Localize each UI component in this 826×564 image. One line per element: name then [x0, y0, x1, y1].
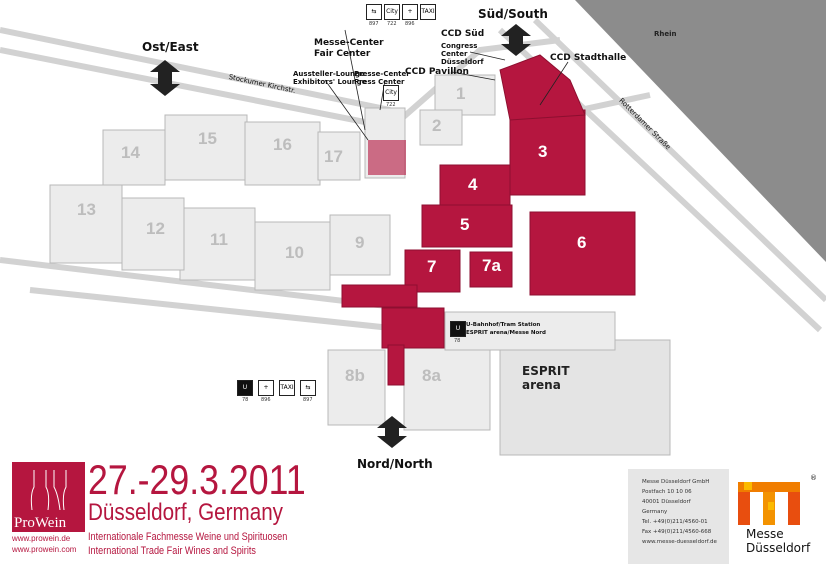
ccd-stadthalle-label: CCD Stadthalle [550, 53, 627, 63]
ccd-sued-label: CCD Süd [441, 29, 485, 39]
contact-box: Messe Düsseldorf GmbH Postfach 10 10 06 … [628, 469, 729, 564]
grey-halls [49, 74, 671, 456]
ccd-sub-3: Düsseldorf [441, 58, 484, 66]
contact-company: Messe Düsseldorf GmbH [642, 479, 710, 485]
south-entrance-label: Süd/South [478, 7, 548, 21]
lounge-area [368, 140, 406, 175]
hall-8b[interactable]: 8b [345, 366, 365, 385]
bus-number: 897 [303, 397, 313, 403]
leader-lines [324, 29, 569, 141]
arena-brand: ESPRIT [522, 364, 570, 378]
hall-9[interactable]: 9 [355, 233, 365, 252]
hall-14[interactable]: 14 [121, 143, 140, 162]
url-com[interactable]: www.prowein.com [12, 545, 77, 554]
east-entrance-label: Ost/East [142, 40, 199, 54]
hall-8a[interactable]: 8a [422, 366, 441, 385]
event-city: Düsseldorf, Germany [88, 499, 284, 526]
ambulance-number: 896 [405, 21, 415, 27]
ubahn-en: ESPRIT arena/Messe Nord [466, 330, 546, 336]
direction-arrows [150, 24, 531, 448]
url-de[interactable]: www.prowein.de [12, 534, 71, 543]
contact-postbox: Postfach 10 10 06 [642, 489, 692, 495]
contact-phone: Tel. +49(0)211/4560-01 [642, 519, 708, 525]
bottles-icon [30, 470, 67, 511]
hall-13[interactable]: 13 [77, 200, 96, 219]
bus-icon: ⇆ [366, 4, 382, 20]
ambulance-icon: + [258, 380, 274, 396]
contact-city: 40001 Düsseldorf [642, 499, 691, 505]
hall-7[interactable]: 7 [427, 257, 437, 276]
press-de: Presse-Center [354, 70, 410, 78]
hall-17[interactable]: 17 [324, 147, 343, 166]
ccd-sub-1: Congress [441, 42, 478, 50]
hall-5[interactable]: 5 [460, 215, 470, 234]
hall-12[interactable]: 12 [146, 219, 165, 238]
messe-duesseldorf-logo [738, 482, 800, 525]
ubahn-icon: U [237, 380, 253, 396]
ambulance-icon: + [402, 4, 418, 20]
contact-fax: Fax +49(0)211/4560-668 [642, 529, 712, 535]
hall-7a[interactable]: 7a [482, 256, 501, 275]
registered-mark: ® [810, 474, 817, 482]
md-name-1: Messe [746, 527, 784, 541]
hall-1[interactable]: 1 [456, 84, 466, 103]
event-dates: 27.-29.3.2011 [88, 456, 306, 503]
arena-word: arena [522, 378, 561, 392]
ubahn-number: 78 [242, 397, 249, 403]
prowein-logo-text: ProWein [14, 515, 67, 531]
city-taxi-icon: City [383, 85, 399, 101]
press-transport-number: 722 [386, 102, 396, 108]
rhein-river [575, 0, 826, 262]
ambulance-number: 896 [261, 397, 271, 403]
hall-16[interactable]: 16 [273, 135, 292, 154]
contact-website[interactable]: www.messe-duesseldorf.de [642, 539, 717, 545]
hall-4[interactable]: 4 [468, 175, 478, 194]
red-halls [341, 54, 636, 386]
messe-center-de: Messe-Center [314, 38, 384, 48]
bus-icon: ⇆ [300, 380, 316, 396]
prowein-logo [12, 462, 85, 532]
rhein-label: Rhein [654, 30, 677, 38]
city-taxi-icon: City [384, 4, 400, 20]
hall-3[interactable]: 3 [538, 142, 548, 161]
lounge-en: Exhibitors' Lounge [293, 78, 367, 86]
hall-15[interactable]: 15 [198, 129, 217, 148]
press-en: Press Center [354, 78, 405, 86]
ubahn-icon: U [450, 321, 466, 337]
ccd-pavillon-label: CCD Pavillon [405, 67, 469, 77]
contact-country: Germany [642, 509, 668, 515]
subtitle-en: International Trade Fair Wines and Spiri… [88, 545, 256, 557]
taxi-icon: TAXI [279, 380, 295, 396]
city-number: 722 [387, 21, 397, 27]
hall-10[interactable]: 10 [285, 243, 304, 262]
bus-number: 897 [369, 21, 379, 27]
hall-11[interactable]: 11 [210, 230, 228, 249]
md-name-2: Düsseldorf [746, 541, 811, 555]
ubahn-de: U-Bahnhof/Tram Station [466, 322, 541, 328]
messe-center-en: Fair Center [314, 49, 371, 59]
subtitle-de: Internationale Fachmesse Weine und Spiri… [88, 531, 288, 543]
taxi-icon: TAXI [420, 4, 436, 20]
hall-6[interactable]: 6 [577, 233, 587, 252]
ubahn-number: 78 [454, 338, 461, 344]
hall-2[interactable]: 2 [432, 116, 442, 135]
north-entrance-label: Nord/North [357, 457, 433, 471]
ccd-sub-2: Center [441, 50, 468, 58]
lounge-de: Aussteller-Lounge [293, 70, 365, 78]
